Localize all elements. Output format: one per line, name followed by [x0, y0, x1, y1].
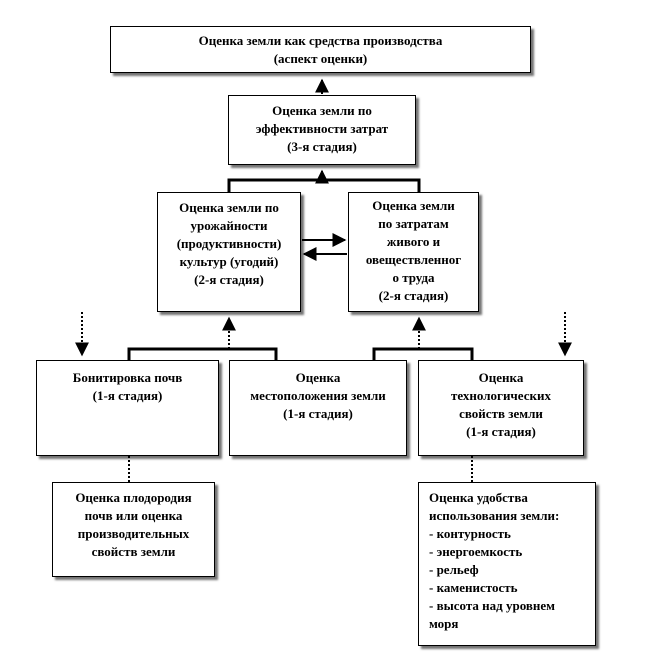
node-yield: Оценка земли по урожайности (продуктивно… [157, 192, 301, 312]
node-convenience-line: - высота над уровнем [429, 598, 556, 613]
node-costs-line: живого и [386, 234, 441, 249]
node-fertility-line: производительных [77, 526, 190, 541]
node-convenience-line: - контурность [429, 526, 511, 541]
node-convenience: Оценка удобства использования земли: - к… [418, 482, 596, 646]
node-location-line: (1-я стадия) [283, 406, 353, 421]
node-costs-line: (2-я стадия) [378, 288, 449, 303]
node-fertility: Оценка плодородия почв или оценка произв… [52, 482, 215, 577]
node-soil: Бонитировка почв (1-я стадия) [36, 360, 219, 456]
node-convenience-line: использования земли: [429, 508, 560, 523]
node-fertility-line: свойств земли [91, 544, 176, 559]
node-convenience-line: моря [429, 616, 459, 631]
node-costs-line: о труда [392, 270, 435, 285]
node-costs-line: по затратам [378, 216, 449, 231]
node-soil-line: Бонитировка почв [72, 370, 183, 385]
node-costs-line: Оценка земли [372, 198, 455, 213]
node-stage3-line: Оценка земли по [272, 103, 372, 118]
node-yield-line: Оценка земли по [179, 200, 279, 215]
bracket-stage2 [227, 178, 421, 192]
node-convenience-line: - энергоемкость [429, 544, 523, 559]
node-stage3: Оценка земли по эффективности затрат (3-… [228, 95, 416, 165]
node-yield-line: урожайности [190, 218, 268, 233]
node-location-line: Оценка [295, 370, 341, 385]
bracket-yield [127, 347, 278, 360]
node-tech-line: (1-я стадия) [466, 424, 536, 439]
node-top: Оценка земли как средства производства (… [110, 26, 531, 73]
node-soil-line: (1-я стадия) [92, 388, 163, 403]
node-yield-line: (2-я стадия) [194, 272, 264, 287]
node-stage3-line: (3-я стадия) [287, 139, 357, 154]
bracket-costs [372, 347, 474, 360]
node-costs: Оценка земли по затратам живого и овещес… [348, 192, 479, 312]
node-stage3-line: эффективности затрат [255, 121, 389, 136]
node-top-line: (аспект оценки) [273, 51, 368, 66]
node-costs-line: овеществленног [365, 252, 462, 267]
node-tech: Оценка технологических свойств земли (1-… [418, 360, 584, 456]
node-location-line: местоположения земли [250, 388, 386, 403]
node-location: Оценка местоположения земли (1-я стадия) [229, 360, 407, 456]
node-convenience-line: - каменистость [429, 580, 518, 595]
node-convenience-line: Оценка удобства [429, 490, 528, 505]
node-yield-line: (продуктивности) [176, 236, 282, 251]
node-top-line: Оценка земли как средства производства [198, 33, 443, 48]
node-tech-line: свойств земли [459, 406, 543, 421]
node-tech-line: технологических [451, 388, 551, 403]
node-fertility-line: почв или оценка [84, 508, 183, 523]
node-yield-line: культур (угодий) [179, 254, 279, 269]
node-fertility-line: Оценка плодородия [75, 490, 192, 505]
node-convenience-line: - рельеф [429, 562, 479, 577]
node-tech-line: Оценка [478, 370, 524, 385]
